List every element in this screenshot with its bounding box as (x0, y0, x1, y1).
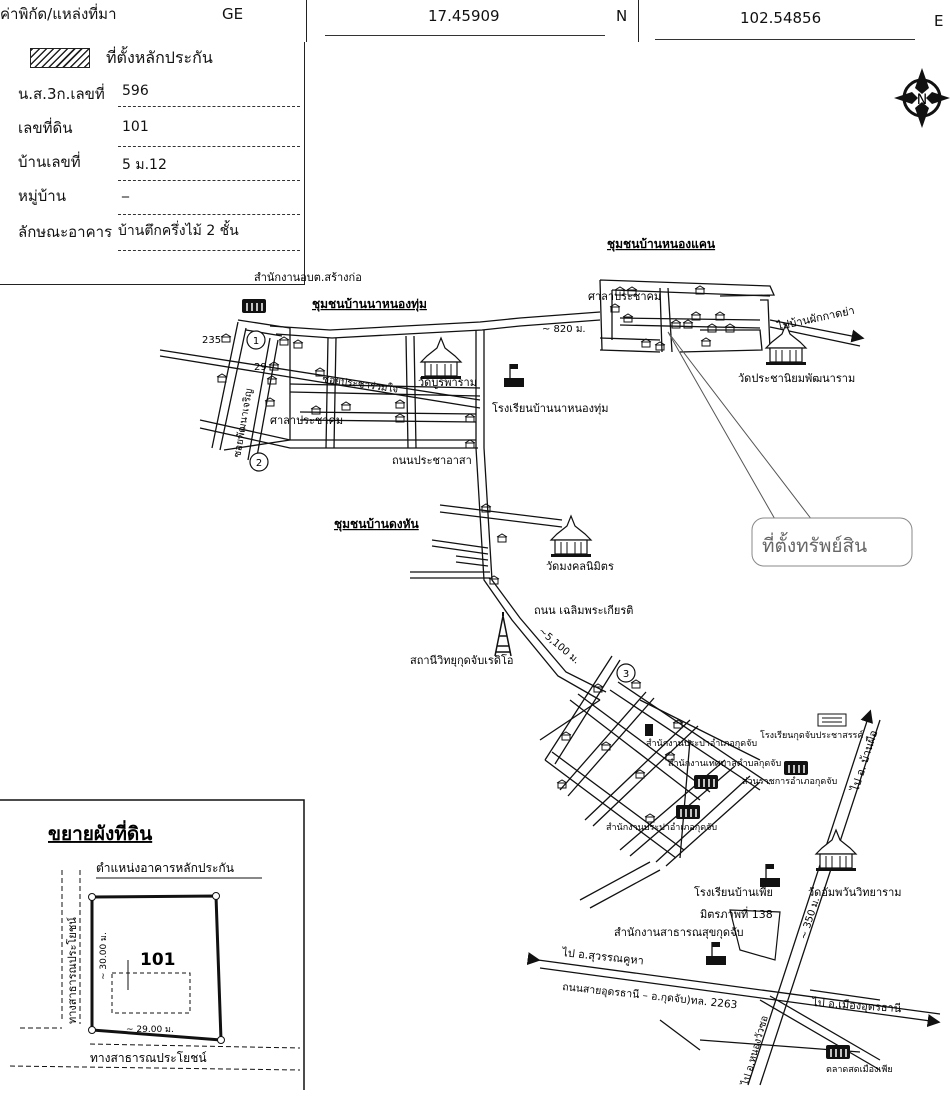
road-to-muang-udon: ไป อ.เมืองอุดรธานี (811, 996, 902, 1015)
municipality-icon (693, 774, 719, 790)
legend-divider (118, 214, 300, 215)
community-na-nong-thum: ชุมชนบ้านนาหนองทุ่ม (312, 297, 427, 312)
inset-dim-v: ~ 30.00 ม. (99, 932, 109, 980)
lat-underline (325, 35, 605, 36)
label-wat-prachaniyom: วัดประชานิยมพัฒนาราม (738, 372, 855, 385)
road-soi-phatthana: ซอยพัฒนาเจริญ (232, 388, 255, 459)
legend-divider (118, 106, 300, 107)
lat-dir: N (616, 7, 628, 25)
label-sala-top: ศาลาประชาคม (588, 290, 661, 303)
label-market: ตลาดสดเมืองเพีย (826, 1064, 893, 1075)
inset-road-left: ทางสาธารณประโยชน์ (65, 917, 79, 1024)
dong-han-roads (410, 504, 563, 579)
legend-divider (118, 250, 300, 251)
community-nong-khaen: ชุมชนบ้านหนองแคน (607, 237, 716, 252)
lon-value: 102.54856 (740, 9, 822, 27)
legend-label-village: หมู่บ้าน (18, 187, 66, 205)
na-nong-thum-roads (159, 319, 485, 463)
legend-value-house-no: 5 ม.12 (122, 157, 167, 173)
header-cell-source (0, 0, 307, 42)
svg-text:3: 3 (623, 669, 629, 680)
header-bar: ค่าพิกัด/แหล่งที่มา GE 17.45909 N 102.54… (0, 0, 950, 42)
label-district-hall: ส่วนราชการอำเภอกุดจับ (742, 776, 837, 787)
inset-panel: ขยายผังที่ดิน ตำแหน่งอาคารหลักประกัน 101… (0, 799, 305, 1090)
dist-5100: ~5,100 ม. (536, 626, 581, 667)
legend-label-nor-sor: น.ส.3ก.เลขที่ (18, 85, 105, 103)
label-wat-amphawan: วัดอัมพวันวิทยาราม (808, 886, 902, 899)
label-target: ที่ตั้งทรัพย์สิน (762, 532, 867, 557)
label-district-office: สำนักงานประปาอำเภอกุดจับ (646, 738, 757, 749)
label-wat-mongkhon: วัดมงคลนิมิตร (546, 560, 614, 573)
legend-value-village: _ (122, 182, 129, 198)
legend-panel: ที่ตั้งหลักประกัน น.ส.3ก.เลขที่ 596 เลขท… (0, 42, 305, 285)
target-callout (751, 517, 913, 567)
temple-icon (420, 337, 462, 380)
label-obt-office: สำนักงานอบต.สร้างก่อ (254, 271, 362, 284)
label-school-kudjab: โรงเรียนกุดจับประชาสรรค์ (760, 729, 863, 741)
lon-dir: E (934, 12, 944, 30)
marker-3: 3 (616, 663, 636, 683)
label-wat-bupharam: วัดบูรพาราม (418, 376, 477, 389)
coord-source: GE (222, 5, 244, 23)
road-chaloem: ถนน เฉลิมพระเกียรติ (534, 604, 633, 617)
road-udon-kudjab: ถนนสายอุดรธานี – อ.กุดจับ)ทล. 2263 (562, 980, 738, 1011)
legend-label-land-no: เลขที่ดิน (18, 119, 73, 137)
inset-plot-no: 101 (140, 950, 176, 970)
community-dong-han: ชุมชนบ้านดงหัน (334, 517, 420, 532)
house-no-235: 235 (202, 335, 221, 346)
coord-label: ค่าพิกัด/แหล่งที่มา (0, 5, 117, 23)
legend-label-building-type: ลักษณะอาคาร (18, 223, 113, 241)
label-school-na: โรงเรียนบ้านนาหนองทุ่ม (492, 401, 608, 415)
waterworks-icon (675, 804, 701, 820)
label-school-phue: โรงเรียนบ้านเพีย (694, 885, 773, 899)
district-office-icon (645, 724, 653, 736)
road-to-nong-wua-so: ไป อ.หนองวัวซอ (739, 1014, 771, 1088)
school-building-icon (817, 713, 847, 727)
house-no-29: 29 (254, 362, 267, 373)
inset-building-label: ตำแหน่งอาคารหลักประกัน (96, 861, 234, 875)
road-prachasamakkhi: ถนนประชาอาสา (392, 454, 472, 467)
legend-swatch (30, 48, 90, 68)
compass-letter: N (917, 92, 927, 108)
market-icon (825, 1044, 851, 1060)
inset-road-bottom: ทางสาธารณประโยชน์ (90, 1051, 207, 1065)
dist-820: ~ 820 ม. (542, 324, 586, 335)
legend-label-house-no: บ้านเลขที่ (18, 153, 81, 171)
school-flag-icon (503, 363, 525, 388)
legend-value-nor-sor: 596 (122, 83, 149, 99)
obt-office-icon (241, 298, 267, 314)
health-office-icon (705, 941, 727, 966)
building-footprint (111, 972, 191, 1014)
marker-1: 1 (246, 330, 266, 350)
legend-divider (118, 146, 300, 147)
label-sala-left: ศาลาประชาคม (270, 414, 343, 427)
road-soi-prachar: ซอยประชาร่วมใจ (322, 373, 400, 396)
inset-title: ขยายผังที่ดิน (48, 820, 152, 845)
inset-dim-h: ~ 29.00 ม. (126, 1025, 174, 1035)
legend-title: ที่ตั้งหลักประกัน (106, 48, 213, 67)
label-mittraphap: มิตรภาพที่ 138 (700, 906, 773, 921)
lat-value: 17.45909 (428, 7, 500, 25)
school-flag-icon (759, 863, 781, 888)
temple-icon (815, 829, 857, 872)
svg-text:1: 1 (253, 336, 259, 347)
label-municipality: สำนักงานเทศบาลตำบลกุดจับ (668, 758, 781, 769)
svg-text:2: 2 (256, 458, 262, 469)
compass-rose: N (894, 68, 950, 128)
legend-divider (118, 180, 300, 181)
district-hall-icon (783, 760, 809, 776)
label-radio: สถานีวิทยุกุดจับเรดิโอ (410, 653, 514, 667)
temple-icon (550, 515, 592, 558)
legend-value-land-no: 101 (122, 119, 149, 135)
label-health-office: สำนักงานสาธารณสุขกุดจับ (614, 926, 744, 939)
header-cell-lat (306, 0, 639, 42)
marker-2: 2 (249, 452, 269, 472)
label-waterworks: สำนักงานประปาอำเภอกุดจับ (606, 822, 717, 833)
nong-khaen-roads (599, 279, 775, 353)
lon-underline (655, 39, 915, 40)
legend-value-building-type: บ้านตึกครึ่งไม้ 2 ชั้น (118, 223, 239, 239)
radio-tower-icon (494, 612, 512, 657)
